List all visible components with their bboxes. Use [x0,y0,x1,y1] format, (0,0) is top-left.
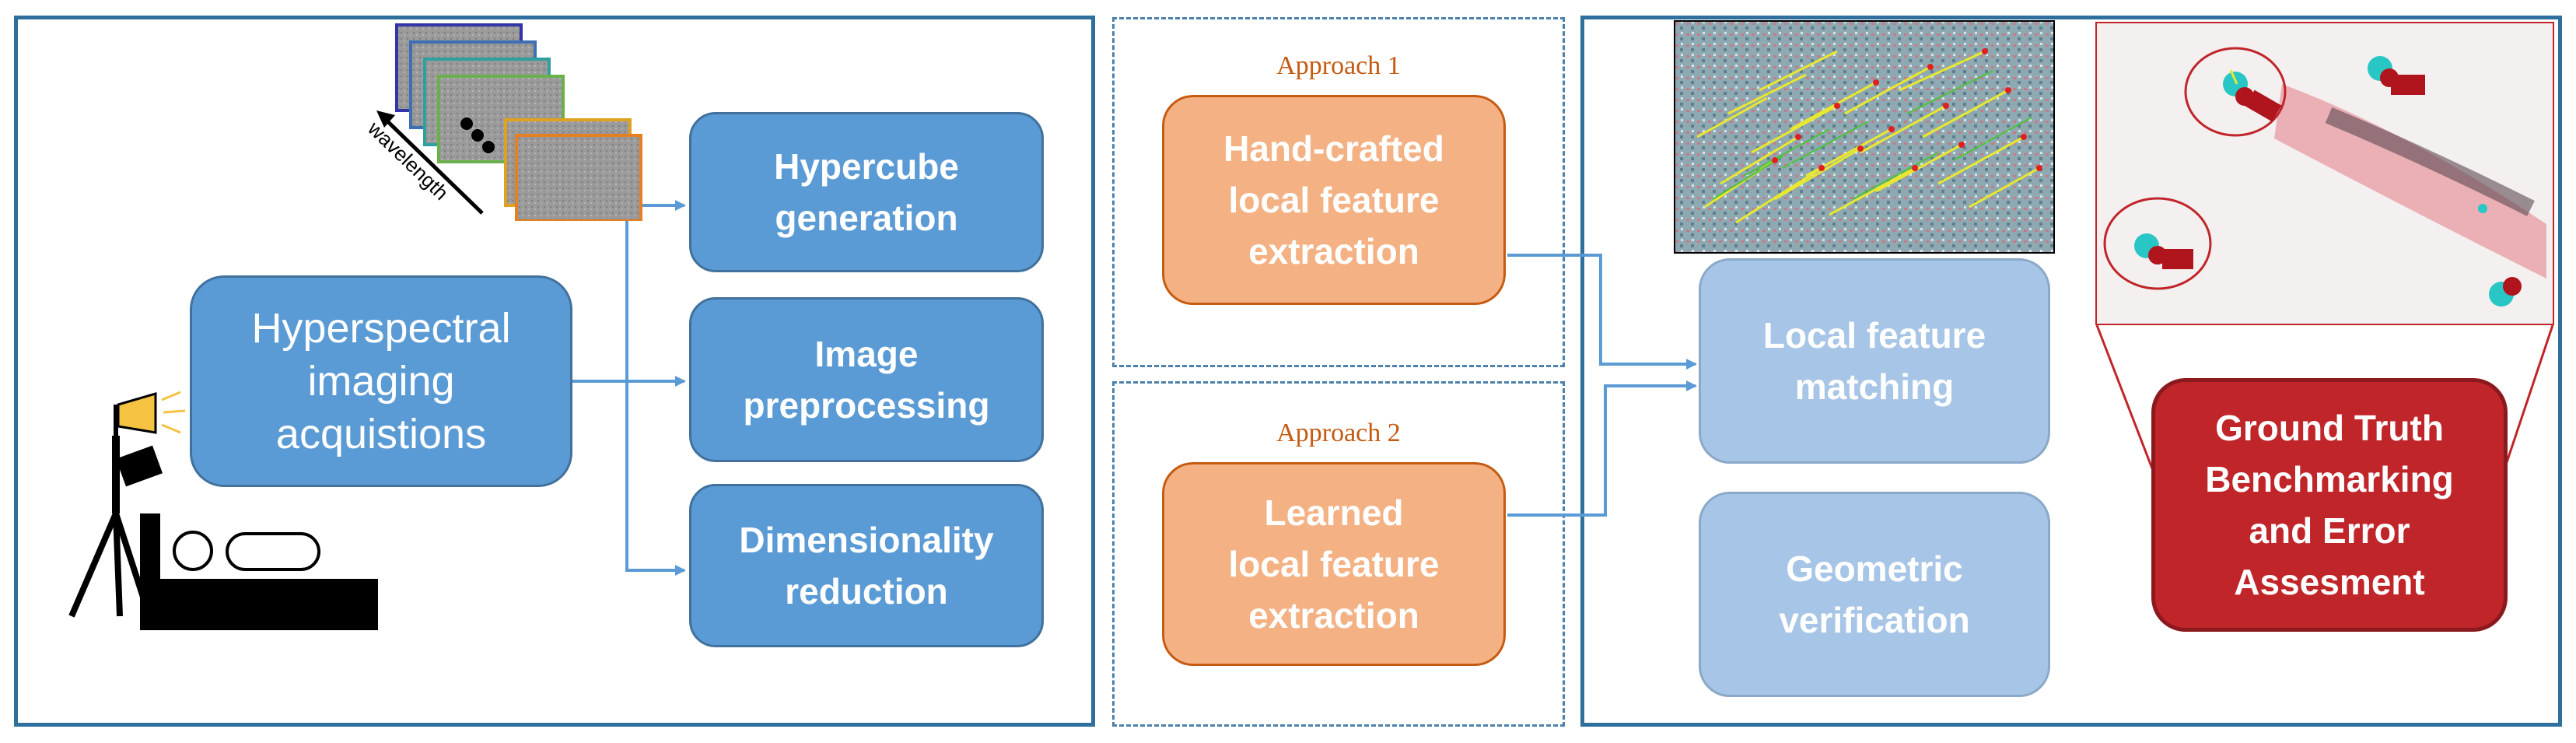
lamp-icon [114,391,186,436]
trunk-to-dimensionality-arrow [625,205,686,576]
image-to-benchmark-line-left [2095,324,2158,479]
dimensionality-reduction-box: Dimensionality reduction [689,484,1044,647]
hyperspectral-acquisition-box: Hyperspectral imaging acquistions [190,275,572,487]
approach2-label: Approach 2 [1276,419,1401,447]
ground-truth-benchmarking-box: Ground Truth Benchmarking and Error Asse… [2151,378,2508,632]
matching-panel [1580,16,2562,727]
learned-feature-extraction-box: Learned local feature extraction [1162,462,1506,666]
local-feature-matching-box: Local feature matching [1699,258,2050,464]
image-preprocessing-box: Image preprocessing [689,297,1044,462]
acquisition-setup-illustration [68,391,378,630]
approach2-panel [1112,381,1565,727]
hypercube-generation-box: Hypercube generation [689,112,1044,272]
image-to-benchmark-line-right [2500,324,2554,479]
geometric-verification-box: Geometric verification [1699,492,2050,697]
feature-matches-image [1674,20,2055,254]
approach1-to-matching-arrow [1507,254,1697,370]
approach1-panel [1112,17,1565,367]
acquisition-panel [14,16,1095,727]
handcrafted-feature-extraction-box: Hand-crafted local feature extraction [1162,95,1506,305]
approach1-label: Approach 1 [1276,51,1401,80]
ground-truth-overlay-image [2095,22,2554,325]
approach2-to-matching-arrow [1507,380,1697,517]
sample-stage-icon [140,513,378,630]
hyperspectral-image-stack-icon [376,23,642,221]
